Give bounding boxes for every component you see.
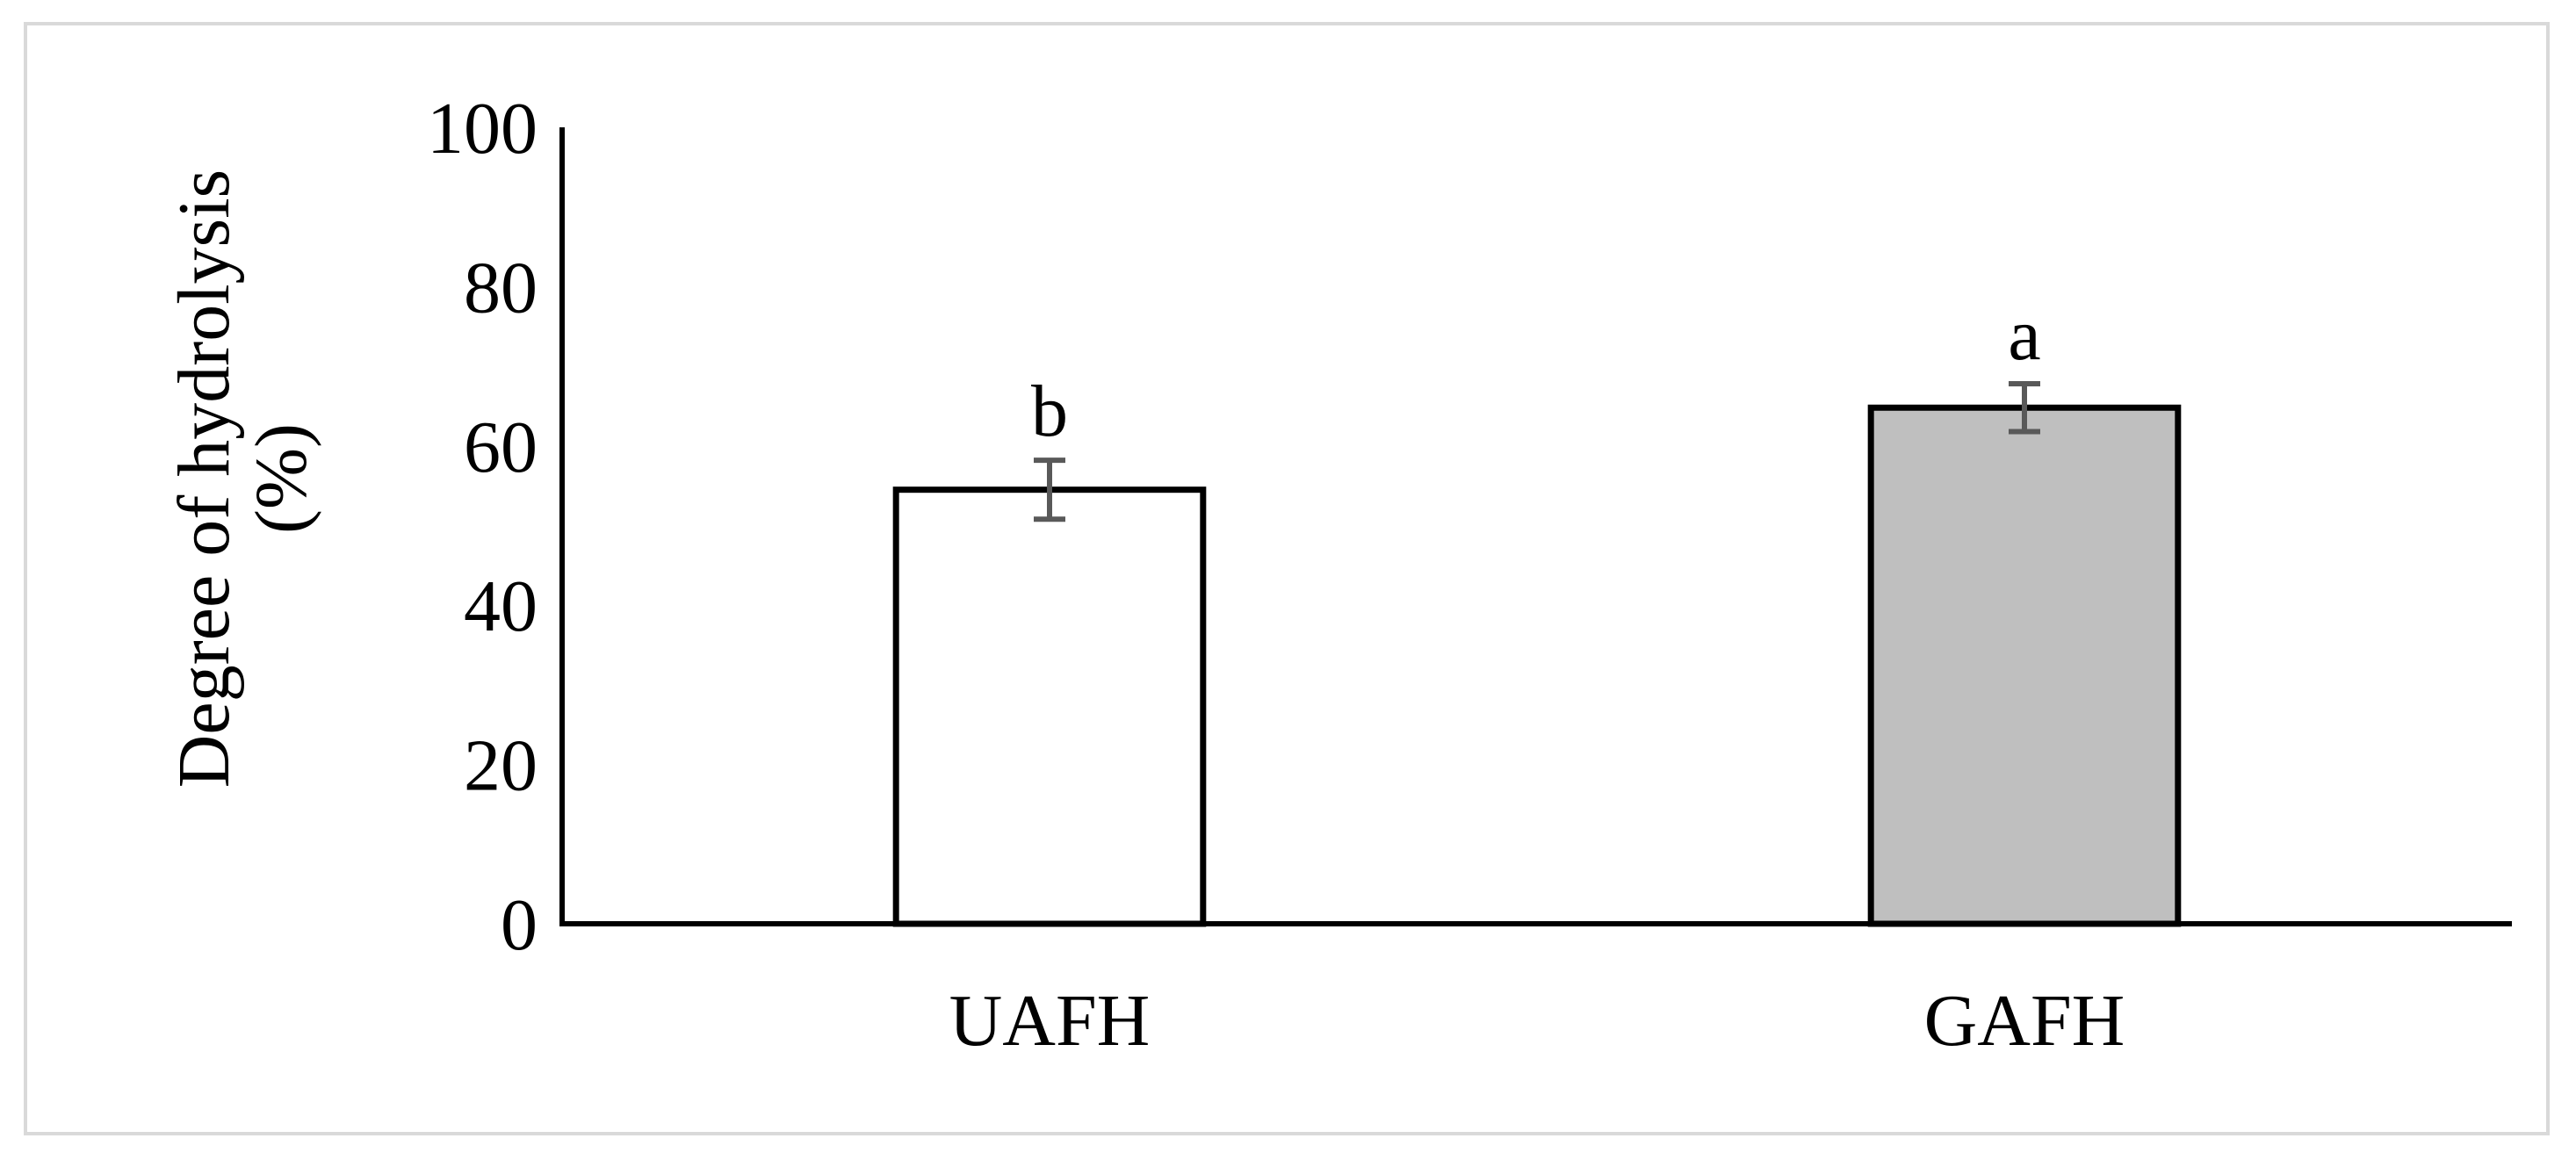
y-tick-label: 80 [464,247,538,328]
y-tick-label: 100 [427,88,538,169]
x-category-labels: UAFH GAFH [949,980,2125,1062]
y-tick-labels: 0 20 40 60 80 100 [427,88,538,966]
significance-letter: a [2008,294,2040,376]
x-category-label: GAFH [1924,980,2125,1062]
significance-letter: b [1031,371,1068,452]
y-tick-label: 40 [464,566,538,647]
error-bar-uafh [1034,458,1065,522]
x-category-label: UAFH [949,980,1151,1062]
y-tick-label: 60 [464,407,538,488]
significance-labels: ba [1031,294,2041,452]
y-axis-title-line-2: (%) [241,423,322,534]
y-tick-label: 0 [501,884,538,966]
error-bar-gafh [2009,381,2040,435]
bar-gafh [1867,404,2182,927]
y-axis-title: Degree of hydrolysis (%) [163,169,322,788]
axes-layer [559,127,2512,926]
error-bars-layer [1034,381,2040,522]
bar-uafh [892,486,1207,927]
y-tick-label: 20 [464,725,538,807]
y-axis-title-line-1: Degree of hydrolysis [163,169,245,788]
bars-layer [892,404,2182,927]
